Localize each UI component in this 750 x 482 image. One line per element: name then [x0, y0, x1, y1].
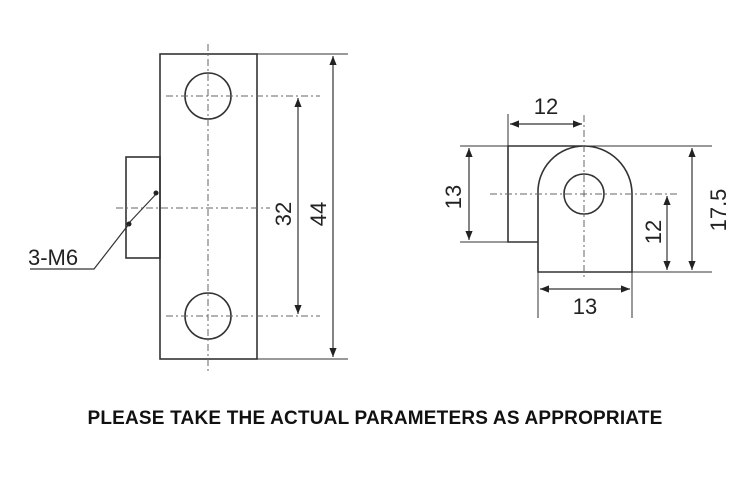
thread-label: 3-M6	[28, 245, 78, 270]
dim-bottom-label: 13	[573, 294, 597, 319]
dim-left-label: 13	[441, 185, 466, 209]
right-centerlines	[490, 115, 678, 280]
centerlines	[116, 44, 320, 372]
bracket-outline	[507, 145, 633, 273]
dim-top-label: 12	[534, 94, 558, 119]
left-view	[30, 44, 348, 372]
thread-mark-top	[153, 190, 159, 196]
dim-total-height-label: 17.5	[706, 189, 731, 232]
dim-hole-height-label: 12	[641, 220, 666, 244]
right-view	[460, 114, 712, 318]
thread-diagonal	[127, 191, 159, 225]
dim-32-label: 32	[271, 202, 296, 226]
bracket-hole	[563, 173, 605, 215]
parameters-note: PLEASE TAKE THE ACTUAL PARAMETERS AS APP…	[87, 408, 663, 429]
dim-44-label: 44	[306, 202, 331, 226]
thread-leader	[30, 223, 130, 270]
